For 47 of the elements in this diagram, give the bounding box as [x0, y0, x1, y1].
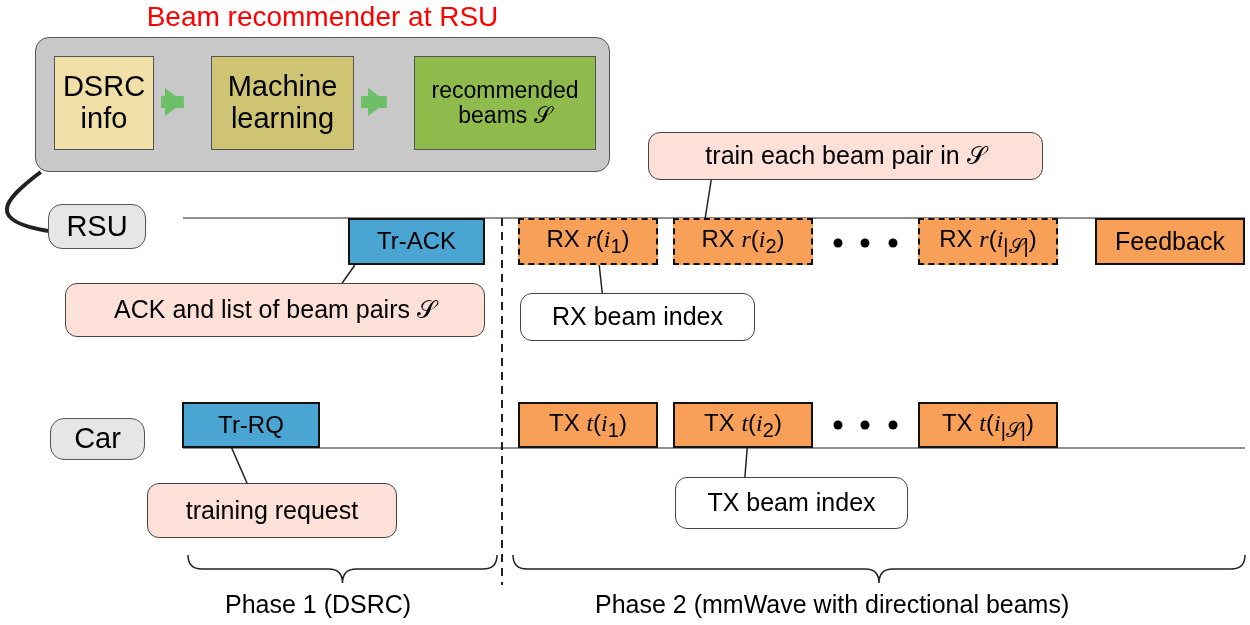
node-label — [50, 418, 145, 460]
phase-label: Phase 2 (mmWave with directional beams) — [595, 590, 1070, 619]
group-title: Beam recommender at RSU — [145, 2, 500, 33]
node-text: RX beam index — [552, 303, 723, 331]
node-text: TX t(i$_{1}$) — [549, 409, 627, 441]
process-box — [54, 56, 154, 150]
speech-bubble — [65, 283, 485, 337]
connector-line — [5, 170, 49, 233]
beam-slot — [518, 402, 658, 448]
node-text: RSU — [66, 210, 128, 243]
node-text: recommended beams 𝒮 — [430, 77, 580, 129]
node-text: Car — [74, 423, 121, 455]
speech-bubble — [520, 293, 755, 341]
message-block — [182, 402, 320, 448]
beam-slot — [518, 218, 658, 265]
leader-line — [598, 264, 603, 294]
node-text: Machine learning — [226, 71, 339, 135]
beam-slot — [673, 402, 813, 448]
arrow — [160, 87, 184, 116]
node-text: TX t(i$_{|𝒮|}$) — [941, 409, 1035, 441]
beam-slot — [673, 218, 813, 265]
node-text: Tr-ACK — [376, 228, 457, 255]
beam-slot — [918, 402, 1058, 448]
node-text: training request — [185, 496, 359, 525]
speech-bubble — [675, 477, 908, 529]
message-block — [1095, 218, 1245, 265]
speech-bubble — [648, 132, 1043, 180]
leader-line — [744, 447, 748, 478]
leader-line — [704, 179, 712, 219]
node-text: RX r(i$_{|𝒮|}$) — [939, 226, 1037, 257]
arrow — [360, 87, 387, 116]
node-text: RX r(i$_{1}$) — [546, 226, 630, 257]
node-text: Tr-RQ — [218, 411, 284, 439]
leader-line — [230, 447, 248, 484]
beam-slot — [918, 218, 1058, 265]
node-text: DSRC info — [61, 71, 147, 135]
node-text: TX beam index — [707, 489, 876, 517]
result-box — [414, 56, 596, 150]
node-text: RX r(i$_{2}$) — [701, 226, 785, 257]
message-block — [348, 218, 485, 265]
node-text: TX t(i$_{2}$) — [704, 409, 782, 441]
leader-line — [341, 264, 356, 284]
process-box — [211, 56, 354, 150]
node-text: Feedback — [1115, 227, 1225, 256]
speech-bubble — [147, 483, 397, 538]
node-label — [48, 204, 146, 249]
phase-label: Phase 1 (DSRC) — [225, 590, 412, 619]
